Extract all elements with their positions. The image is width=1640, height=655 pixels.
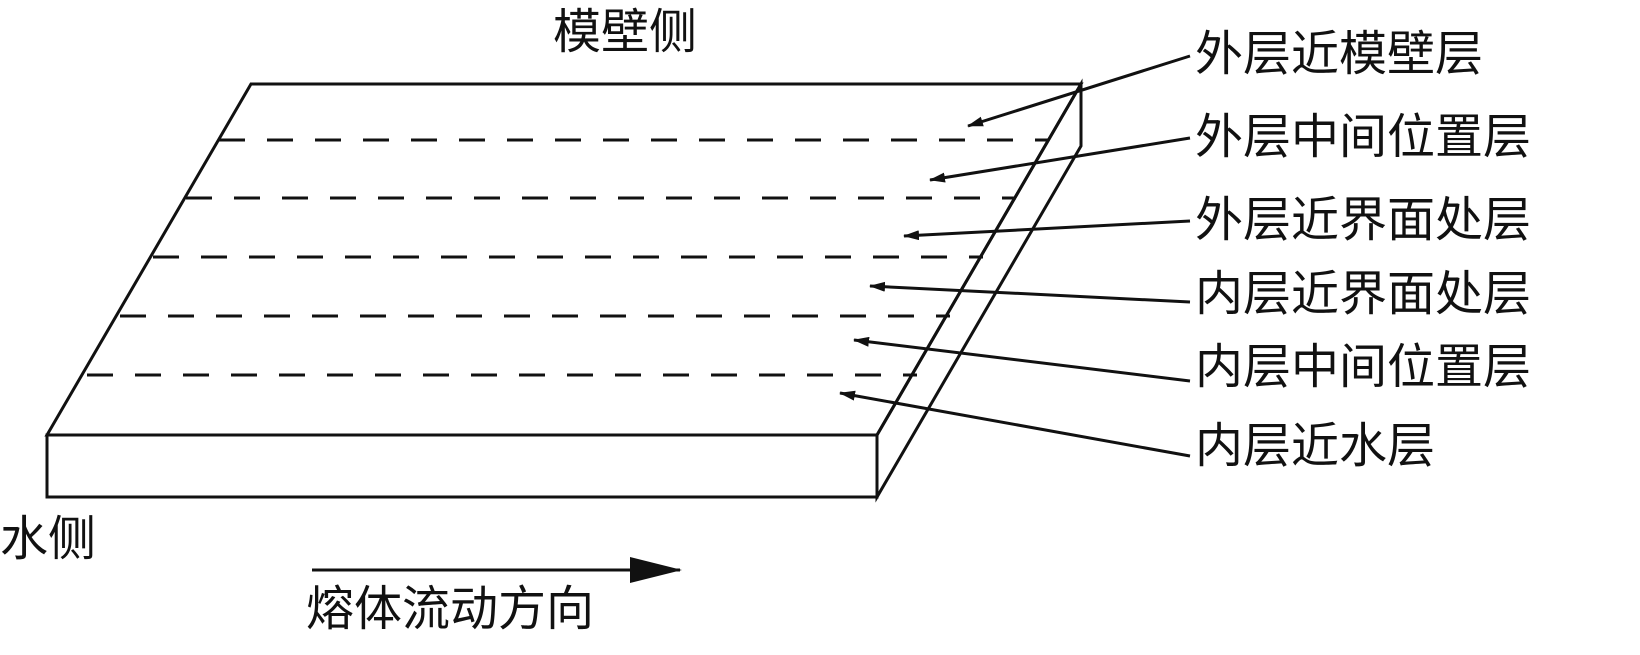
leader-arrow-inner-near-interface: [869, 281, 1191, 304]
plate-top-face: [44, 82, 1084, 437]
mold-wall-side-label: 模壁侧: [553, 4, 698, 60]
water-side-label: 水侧: [0, 511, 97, 567]
layer-label-outer-near-interface: 外层近界面处层: [1195, 192, 1532, 248]
layer-label-outer-near-wall: 外层近模壁层: [1195, 26, 1484, 82]
layer-label-inner-near-interface: 内层近界面处层: [1195, 266, 1532, 322]
layer-dashed-lines: [87, 138, 1049, 377]
leader-arrow-outer-near-interface: [903, 219, 1191, 241]
leader-arrow-inner-middle: [853, 336, 1191, 383]
plate-side-face: [875, 78, 1083, 503]
leader-arrow-outer-near-wall: [967, 54, 1191, 128]
leader-arrow-inner-near-water: [839, 390, 1191, 458]
flow-direction-label: 熔体流动方向: [306, 581, 595, 637]
plate: [44, 78, 1084, 503]
layer-label-inner-near-water: 内层近水层: [1195, 418, 1436, 474]
leader-arrow-outer-middle: [929, 136, 1191, 183]
layer-label-outer-middle: 外层中间位置层: [1195, 109, 1532, 165]
layer-label-inner-middle: 内层中间位置层: [1195, 339, 1532, 395]
leader-arrows: [839, 54, 1191, 458]
plate-front-face: [45, 433, 879, 499]
